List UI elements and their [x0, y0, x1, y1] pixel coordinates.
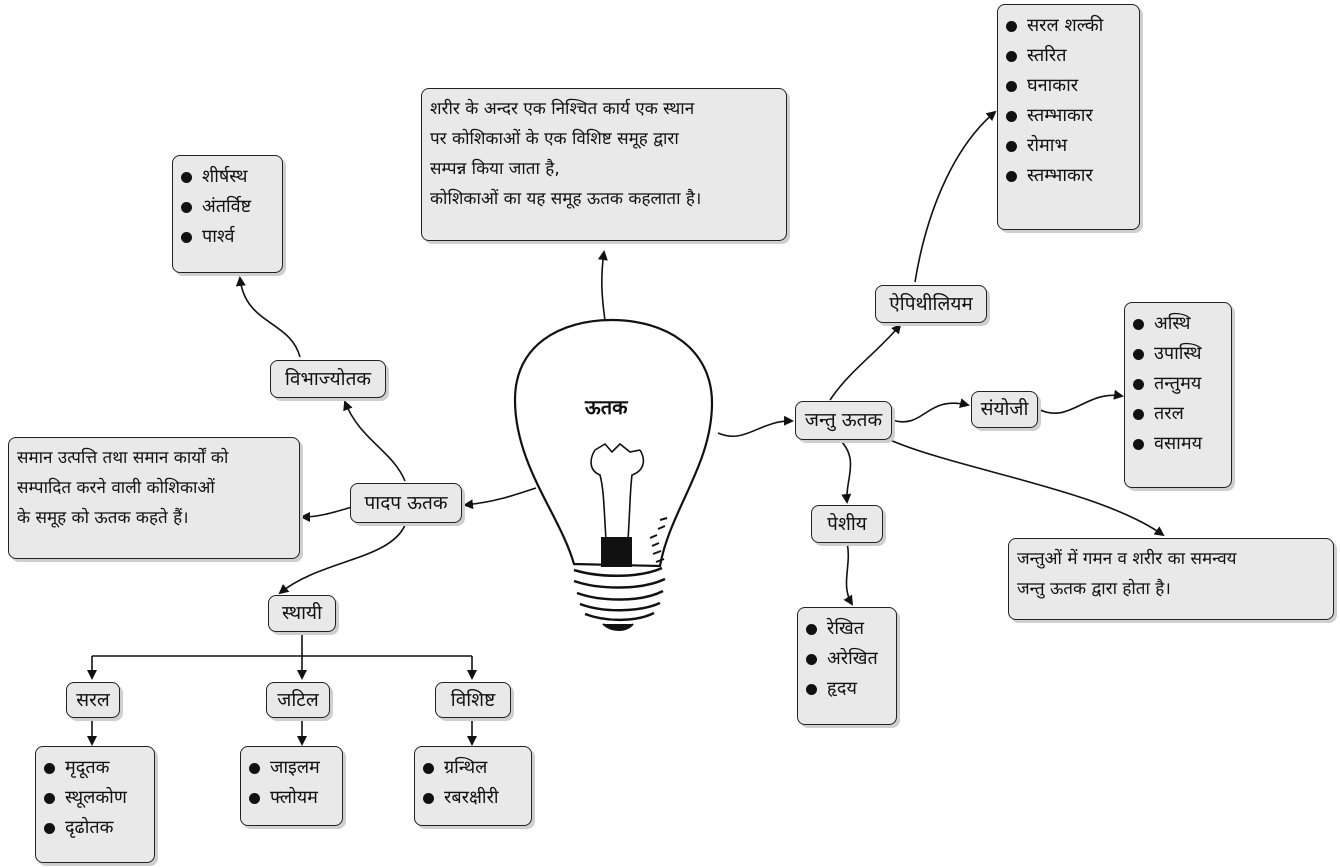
list-item: दृढोतक: [44, 813, 146, 843]
epithelium-node: ऐपिथीलियम: [875, 285, 987, 323]
list-item: तरल: [1133, 399, 1223, 429]
list-item: रेखित: [806, 614, 888, 644]
complex-list: जाइलम फ्लोयम: [240, 746, 343, 826]
list-item: ग्रन्थिल: [423, 753, 523, 783]
definition-line: सम्पन्न किया जाता है,: [430, 159, 560, 179]
plant-definition-line: समान उत्पत्ति तथा समान कार्यों को: [17, 448, 229, 468]
bullet-icon: [1133, 348, 1144, 360]
list-item: फ्लोयम: [249, 783, 334, 813]
list-item: उपास्थि: [1133, 339, 1223, 369]
meristematic-list: शीर्षस्थ अंतर्विष्ट पार्श्व: [172, 155, 283, 273]
list-item: अस्थि: [1133, 309, 1223, 339]
bullet-icon: [806, 623, 817, 635]
plant-definition-line: के समूह को ऊतक कहते हैं।: [17, 508, 189, 528]
bullet-icon: [44, 792, 55, 804]
center-topic-label: ऊतक: [585, 395, 628, 419]
bullet-icon: [249, 762, 260, 774]
permanent-node: स्थायी: [268, 595, 336, 632]
bullet-icon: [249, 792, 260, 804]
animal-definition-line: जन्तुओं में गमन व शरीर का समन्वय: [1017, 549, 1237, 569]
simple-node: सरल: [66, 682, 120, 718]
animal-definition-box: जन्तुओं में गमन व शरीर का समन्वय जन्तु ऊ…: [1008, 538, 1334, 620]
list-item: स्तरित: [1006, 41, 1131, 71]
list-item: सरल शल्की: [1006, 11, 1131, 41]
connective-node: संयोजी: [971, 391, 1038, 428]
animal-tissue-node: जन्तु ऊतक: [795, 401, 892, 440]
list-item: शीर्षस्थ: [181, 162, 274, 192]
list-item: अरेखित: [806, 644, 888, 674]
special-node: विशिष्ट: [435, 682, 511, 718]
bullet-icon: [423, 792, 434, 804]
bullet-icon: [1006, 170, 1017, 182]
plant-tissue-node: पादप ऊतक: [350, 483, 462, 523]
plant-definition-line: सम्पादित करने वाली कोशिकाओं: [17, 478, 215, 498]
complex-node: जटिल: [266, 682, 330, 718]
bullet-icon: [44, 762, 55, 774]
bullet-icon: [1006, 80, 1017, 92]
bullet-icon: [423, 762, 434, 774]
list-item: स्तम्भाकार: [1006, 101, 1131, 131]
list-item: मृदूतक: [44, 753, 146, 783]
epithelium-list: सरल शल्की स्तरित घनाकार स्तम्भाकार रोमाभ…: [997, 4, 1140, 230]
list-item: स्तम्भाकार: [1006, 161, 1131, 191]
simple-list: मृदूतक स्थूलकोण दृढोतक: [35, 746, 155, 863]
bullet-icon: [1006, 140, 1017, 152]
list-item: हृदय: [806, 674, 888, 704]
bullet-icon: [1133, 318, 1144, 330]
list-item: रबरक्षीरी: [423, 783, 523, 813]
bullet-icon: [44, 822, 55, 834]
animal-definition-line: जन्तु ऊतक द्वारा होता है।: [1017, 579, 1171, 599]
bullet-icon: [806, 683, 817, 695]
bullet-icon: [1133, 378, 1144, 390]
list-item: अंतर्विष्ट: [181, 192, 274, 222]
list-item: जाइलम: [249, 753, 334, 783]
meristematic-node: विभाज्योतक: [270, 360, 386, 398]
bullet-icon: [181, 171, 192, 183]
bullet-icon: [1006, 20, 1017, 32]
definition-line: पर कोशिकाओं के एक विशिष्ट समूह द्वारा: [430, 129, 679, 149]
tissue-definition-box: शरीर के अन्दर एक निश्चित कार्य एक स्थान …: [421, 88, 787, 241]
bullet-icon: [181, 201, 192, 213]
bullet-icon: [806, 653, 817, 665]
list-item: स्थूलकोण: [44, 783, 146, 813]
bullet-icon: [181, 231, 192, 243]
list-item: तन्तुमय: [1133, 369, 1223, 399]
light-bulb-icon: [513, 318, 714, 631]
bullet-icon: [1006, 110, 1017, 122]
bullet-icon: [1133, 408, 1144, 420]
list-item: घनाकार: [1006, 71, 1131, 101]
list-item: पार्श्व: [181, 222, 274, 252]
special-list: ग्रन्थिल रबरक्षीरी: [414, 746, 532, 826]
definition-line: शरीर के अन्दर एक निश्चित कार्य एक स्थान: [430, 99, 695, 119]
bullet-icon: [1006, 50, 1017, 62]
definition-line: कोशिकाओं का यह समूह ऊतक कहलाता है।: [430, 189, 702, 209]
list-item: वसामय: [1133, 429, 1223, 459]
list-item: रोमाभ: [1006, 131, 1131, 161]
plant-definition-box: समान उत्पत्ति तथा समान कार्यों को सम्पाद…: [8, 437, 300, 559]
muscular-list: रेखित अरेखित हृदय: [797, 607, 897, 725]
muscular-node: पेशीय: [811, 505, 883, 543]
connective-list: अस्थि उपास्थि तन्तुमय तरल वसामय: [1124, 302, 1232, 488]
bullet-icon: [1133, 438, 1144, 450]
